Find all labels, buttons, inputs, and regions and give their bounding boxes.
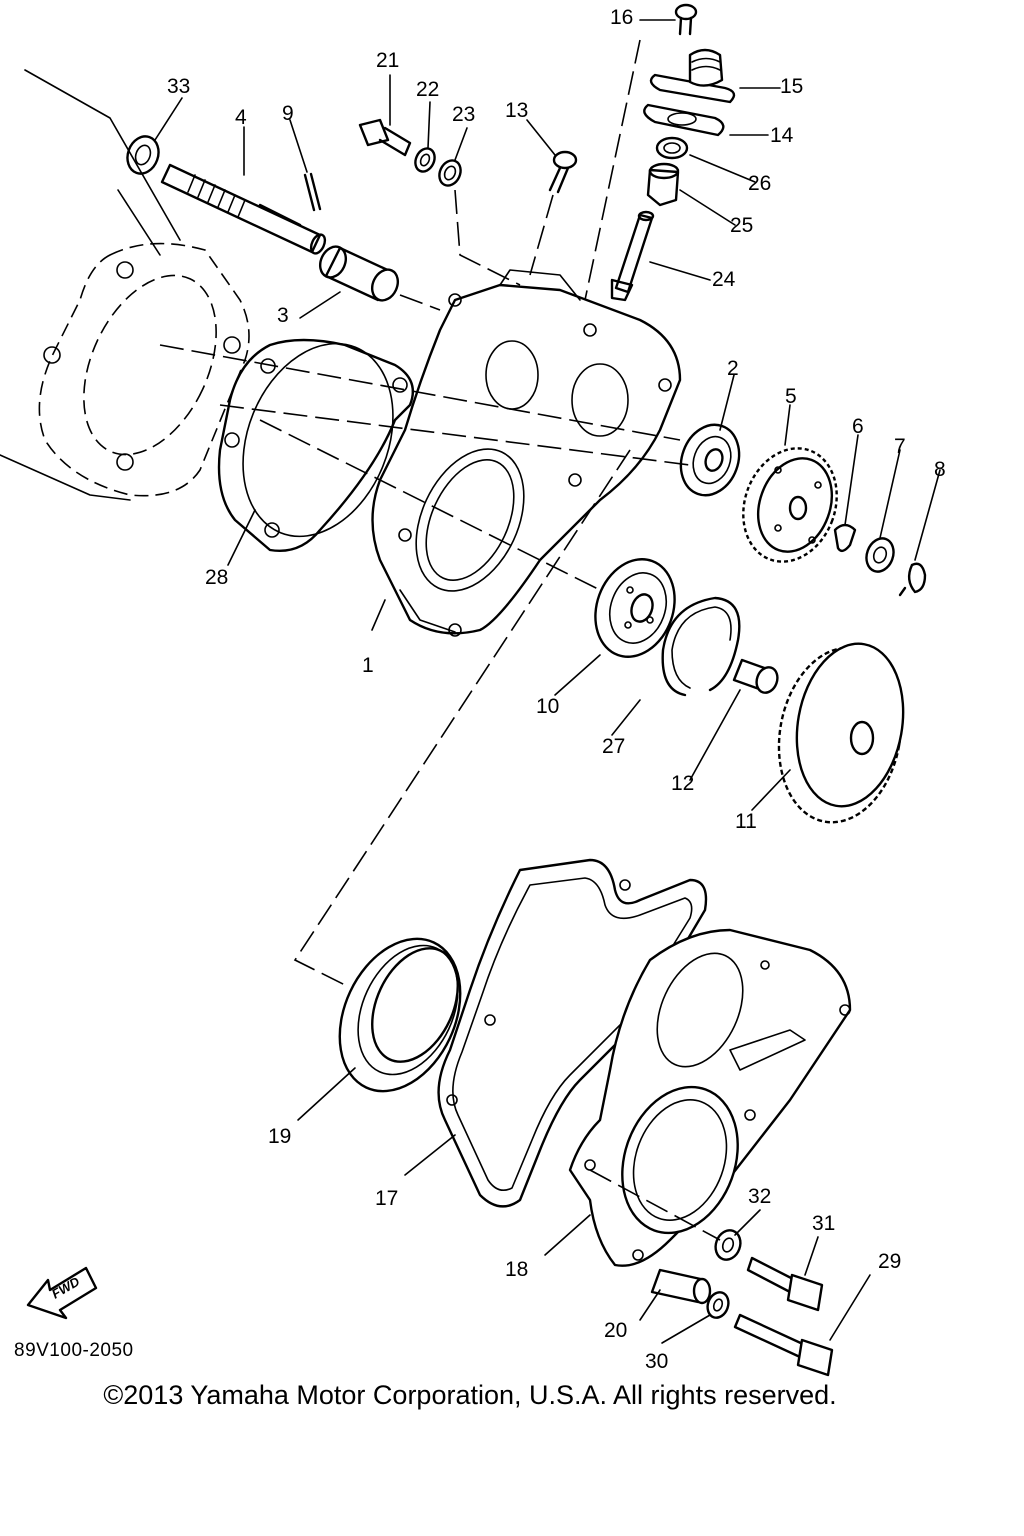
callout-5: 5 — [785, 385, 797, 408]
callout-33: 33 — [167, 75, 190, 98]
part-17-gasket — [437, 858, 708, 1208]
callout-15: 15 — [780, 75, 803, 98]
callout-21: 21 — [376, 49, 399, 72]
fwd-arrow-icon: FWD — [26, 1266, 98, 1320]
part-7-washer — [865, 537, 895, 573]
part-16-screw — [674, 3, 698, 36]
callout-8: 8 — [934, 458, 946, 481]
part-27-circlip — [661, 596, 741, 697]
part-11-gear — [777, 642, 905, 824]
callout-23: 23 — [452, 103, 475, 126]
callout-19: 19 — [268, 1125, 291, 1148]
callout-20: 20 — [604, 1319, 627, 1342]
callout-12: 12 — [671, 772, 694, 795]
callout-29: 29 — [878, 1250, 901, 1273]
callout-11: 11 — [735, 810, 757, 833]
callout-2: 2 — [727, 357, 739, 380]
callout-22: 22 — [416, 78, 439, 101]
callout-3: 3 — [277, 304, 289, 327]
part-18-cover — [568, 928, 852, 1267]
callout-10: 10 — [536, 695, 559, 718]
part-8-circlip — [898, 562, 927, 597]
diagram-code: 89V100-2050 — [14, 1340, 134, 1361]
callout-32: 32 — [748, 1185, 771, 1208]
callout-14: 14 — [770, 124, 794, 147]
part-9-pin — [303, 172, 322, 212]
part-13-screw — [548, 150, 578, 194]
part-5-gear — [742, 447, 838, 563]
callout-17: 17 — [375, 1187, 398, 1210]
part-15-flange — [649, 48, 736, 104]
copyright-notice: ©2013 Yamaha Motor Corporation, U.S.A. A… — [103, 1380, 837, 1410]
part-26-oring — [655, 136, 689, 160]
callout-9: 9 — [282, 102, 294, 125]
part-32-washer — [714, 1229, 742, 1261]
part-12-pin — [732, 658, 779, 694]
leader-lines — [154, 19, 941, 1344]
callout-6: 6 — [852, 415, 864, 438]
callout-16: 16 — [610, 6, 633, 29]
part-6-clip — [833, 523, 857, 553]
callout-13: 13 — [505, 99, 528, 122]
part-1-housing — [371, 269, 682, 637]
callout-26: 26 — [748, 172, 771, 195]
callout-1: 1 — [362, 654, 374, 677]
part-31-bolt — [746, 1256, 824, 1312]
part-30-washer — [706, 1291, 730, 1319]
part-22-washer — [414, 147, 436, 173]
callout-31: 31 — [812, 1212, 835, 1235]
part-29-bolt — [733, 1313, 834, 1377]
engine-case-outline — [0, 69, 250, 501]
callout-labels: 1 2 3 4 5 6 7 8 9 10 11 12 13 14 15 16 1… — [167, 6, 946, 1373]
part-4-shaft — [160, 163, 327, 255]
part-19-seal — [338, 937, 462, 1093]
part-20-dowel — [650, 1268, 712, 1305]
callout-18: 18 — [505, 1258, 528, 1281]
part-2-bearing — [679, 423, 741, 497]
callout-7: 7 — [894, 435, 906, 458]
part-14-gasket — [643, 103, 725, 137]
part-3-collar — [318, 245, 400, 302]
part-24-drive-gear — [610, 210, 655, 302]
callout-25: 25 — [730, 214, 753, 237]
callout-24: 24 — [712, 268, 736, 291]
part-21-bolt — [358, 118, 412, 157]
callout-27: 27 — [602, 735, 625, 758]
part-28-gasket — [217, 338, 415, 552]
assembly-centerlines — [159, 39, 721, 1241]
part-10-bearing — [594, 558, 676, 658]
part-33-seal — [126, 135, 160, 175]
callout-28: 28 — [205, 566, 228, 589]
callout-30: 30 — [645, 1350, 668, 1373]
part-23-washer — [438, 159, 462, 187]
callout-4: 4 — [235, 106, 247, 129]
part-25-bushing — [646, 162, 680, 207]
